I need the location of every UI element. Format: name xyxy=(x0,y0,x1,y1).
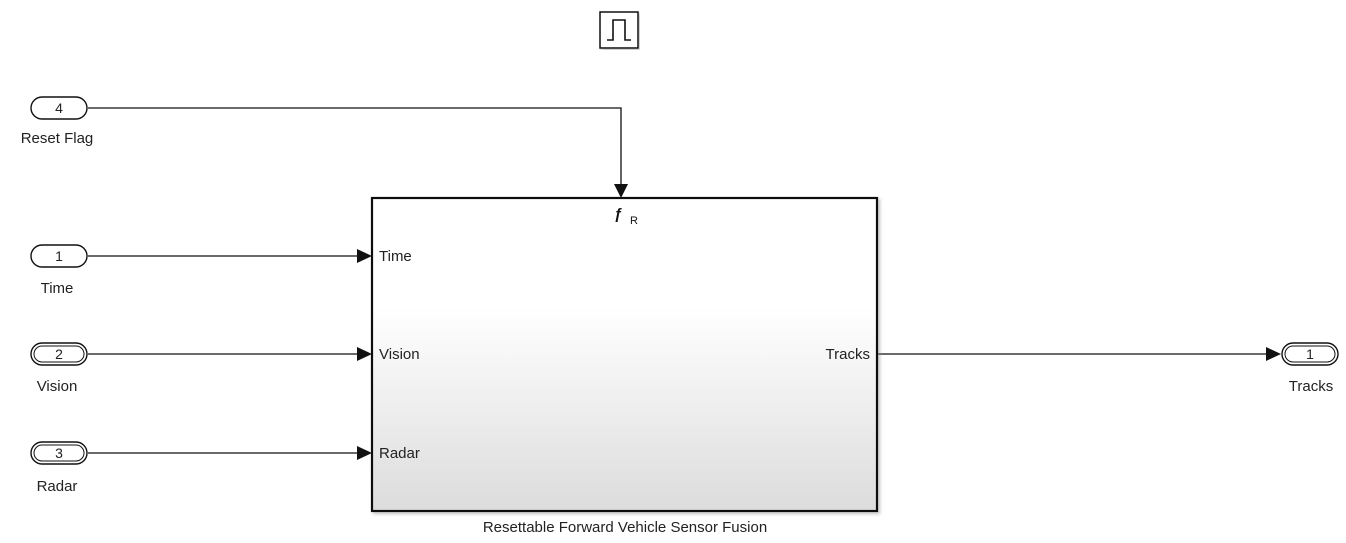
inport-vision[interactable]: 2 Vision xyxy=(30,342,88,395)
vision-arrow-icon xyxy=(357,347,372,361)
inport-time[interactable]: 1 Time xyxy=(30,244,88,297)
subsystem-name: Resettable Forward Vehicle Sensor Fusion xyxy=(483,519,767,536)
reset-arrow-icon xyxy=(614,184,628,198)
inport-reset-flag[interactable]: 4 Reset Flag xyxy=(21,96,94,147)
trigger-symbol: ƒ xyxy=(614,206,622,223)
inport-label: Time xyxy=(41,280,74,297)
outport-label: Tracks xyxy=(1289,378,1333,395)
reset-flag-line xyxy=(88,107,622,186)
function-call-icon: ƒ R xyxy=(614,206,638,227)
trigger-subscript: R xyxy=(630,215,638,227)
outport-number: 1 xyxy=(1306,346,1314,362)
inport-number: 2 xyxy=(55,346,63,362)
subsystem-input-time: Time xyxy=(379,248,412,265)
inport-radar[interactable]: 3 Radar xyxy=(30,441,88,495)
inport-label: Vision xyxy=(37,378,78,395)
subsystem-block[interactable]: ƒ R Time Vision Radar Tracks xyxy=(370,196,879,513)
inport-label: Reset Flag xyxy=(21,130,94,147)
radar-arrow-icon xyxy=(357,446,372,460)
time-arrow-icon xyxy=(357,249,372,263)
subsystem-output-tracks: Tracks xyxy=(826,346,870,363)
subsystem-input-vision: Vision xyxy=(379,346,420,363)
outport-tracks[interactable]: 1 Tracks xyxy=(1281,342,1339,395)
inport-number: 1 xyxy=(55,248,63,264)
pulse-icon xyxy=(607,19,631,41)
pulse-generator-block[interactable] xyxy=(599,11,639,49)
inport-label: Radar xyxy=(37,478,78,495)
subsystem-input-radar: Radar xyxy=(379,445,420,462)
inport-number: 4 xyxy=(55,100,63,116)
signal-lines xyxy=(88,107,1268,454)
arrowheads xyxy=(357,184,1281,460)
inport-number: 3 xyxy=(55,445,63,461)
tracks-arrow-icon xyxy=(1266,347,1281,361)
